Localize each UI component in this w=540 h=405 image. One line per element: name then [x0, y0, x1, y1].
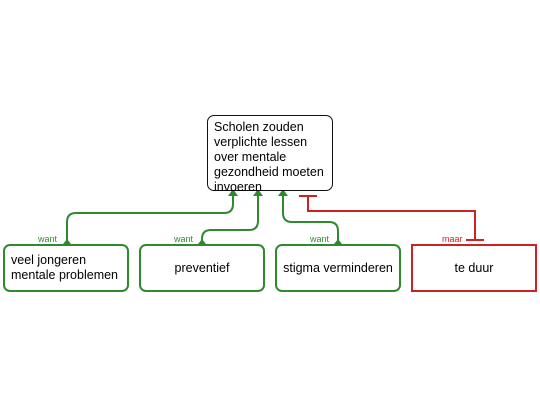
reason-box-3[interactable]: stigma verminderen: [275, 244, 401, 292]
objection-1-label: maar: [442, 234, 463, 244]
connector-reason-1-foot: [63, 239, 71, 244]
connector-reason-1: [66, 191, 234, 244]
reason-1-text: veel jongeren mentale problemen: [11, 253, 119, 282]
claim-text: Scholen zouden verplichte lessen over me…: [214, 120, 324, 194]
objection-box-1[interactable]: te duur: [411, 244, 537, 292]
connector-reason-2: [201, 191, 259, 244]
connector-reason-2-head: [253, 189, 263, 196]
claim-box[interactable]: Scholen zouden verplichte lessen over me…: [207, 115, 333, 194]
connector-reason-3-head: [278, 189, 288, 196]
reason-3-text: stigma verminderen: [283, 260, 393, 275]
reason-box-1[interactable]: veel jongeren mentale problemen: [3, 244, 129, 292]
reason-box-2[interactable]: preventief: [139, 244, 265, 292]
connector-reason-3: [282, 191, 339, 244]
connector-objection-1: [307, 196, 476, 240]
reason-2-text: preventief: [174, 260, 230, 275]
reason-2-label: want: [174, 234, 194, 244]
connector-reason-1-head: [228, 189, 238, 196]
connector-reason-2-foot: [198, 239, 206, 244]
reason-1-label: want: [38, 234, 58, 244]
connector-reason-3-foot: [334, 239, 342, 244]
objection-1-text: te duur: [454, 260, 494, 275]
reason-3-label: want: [310, 234, 330, 244]
